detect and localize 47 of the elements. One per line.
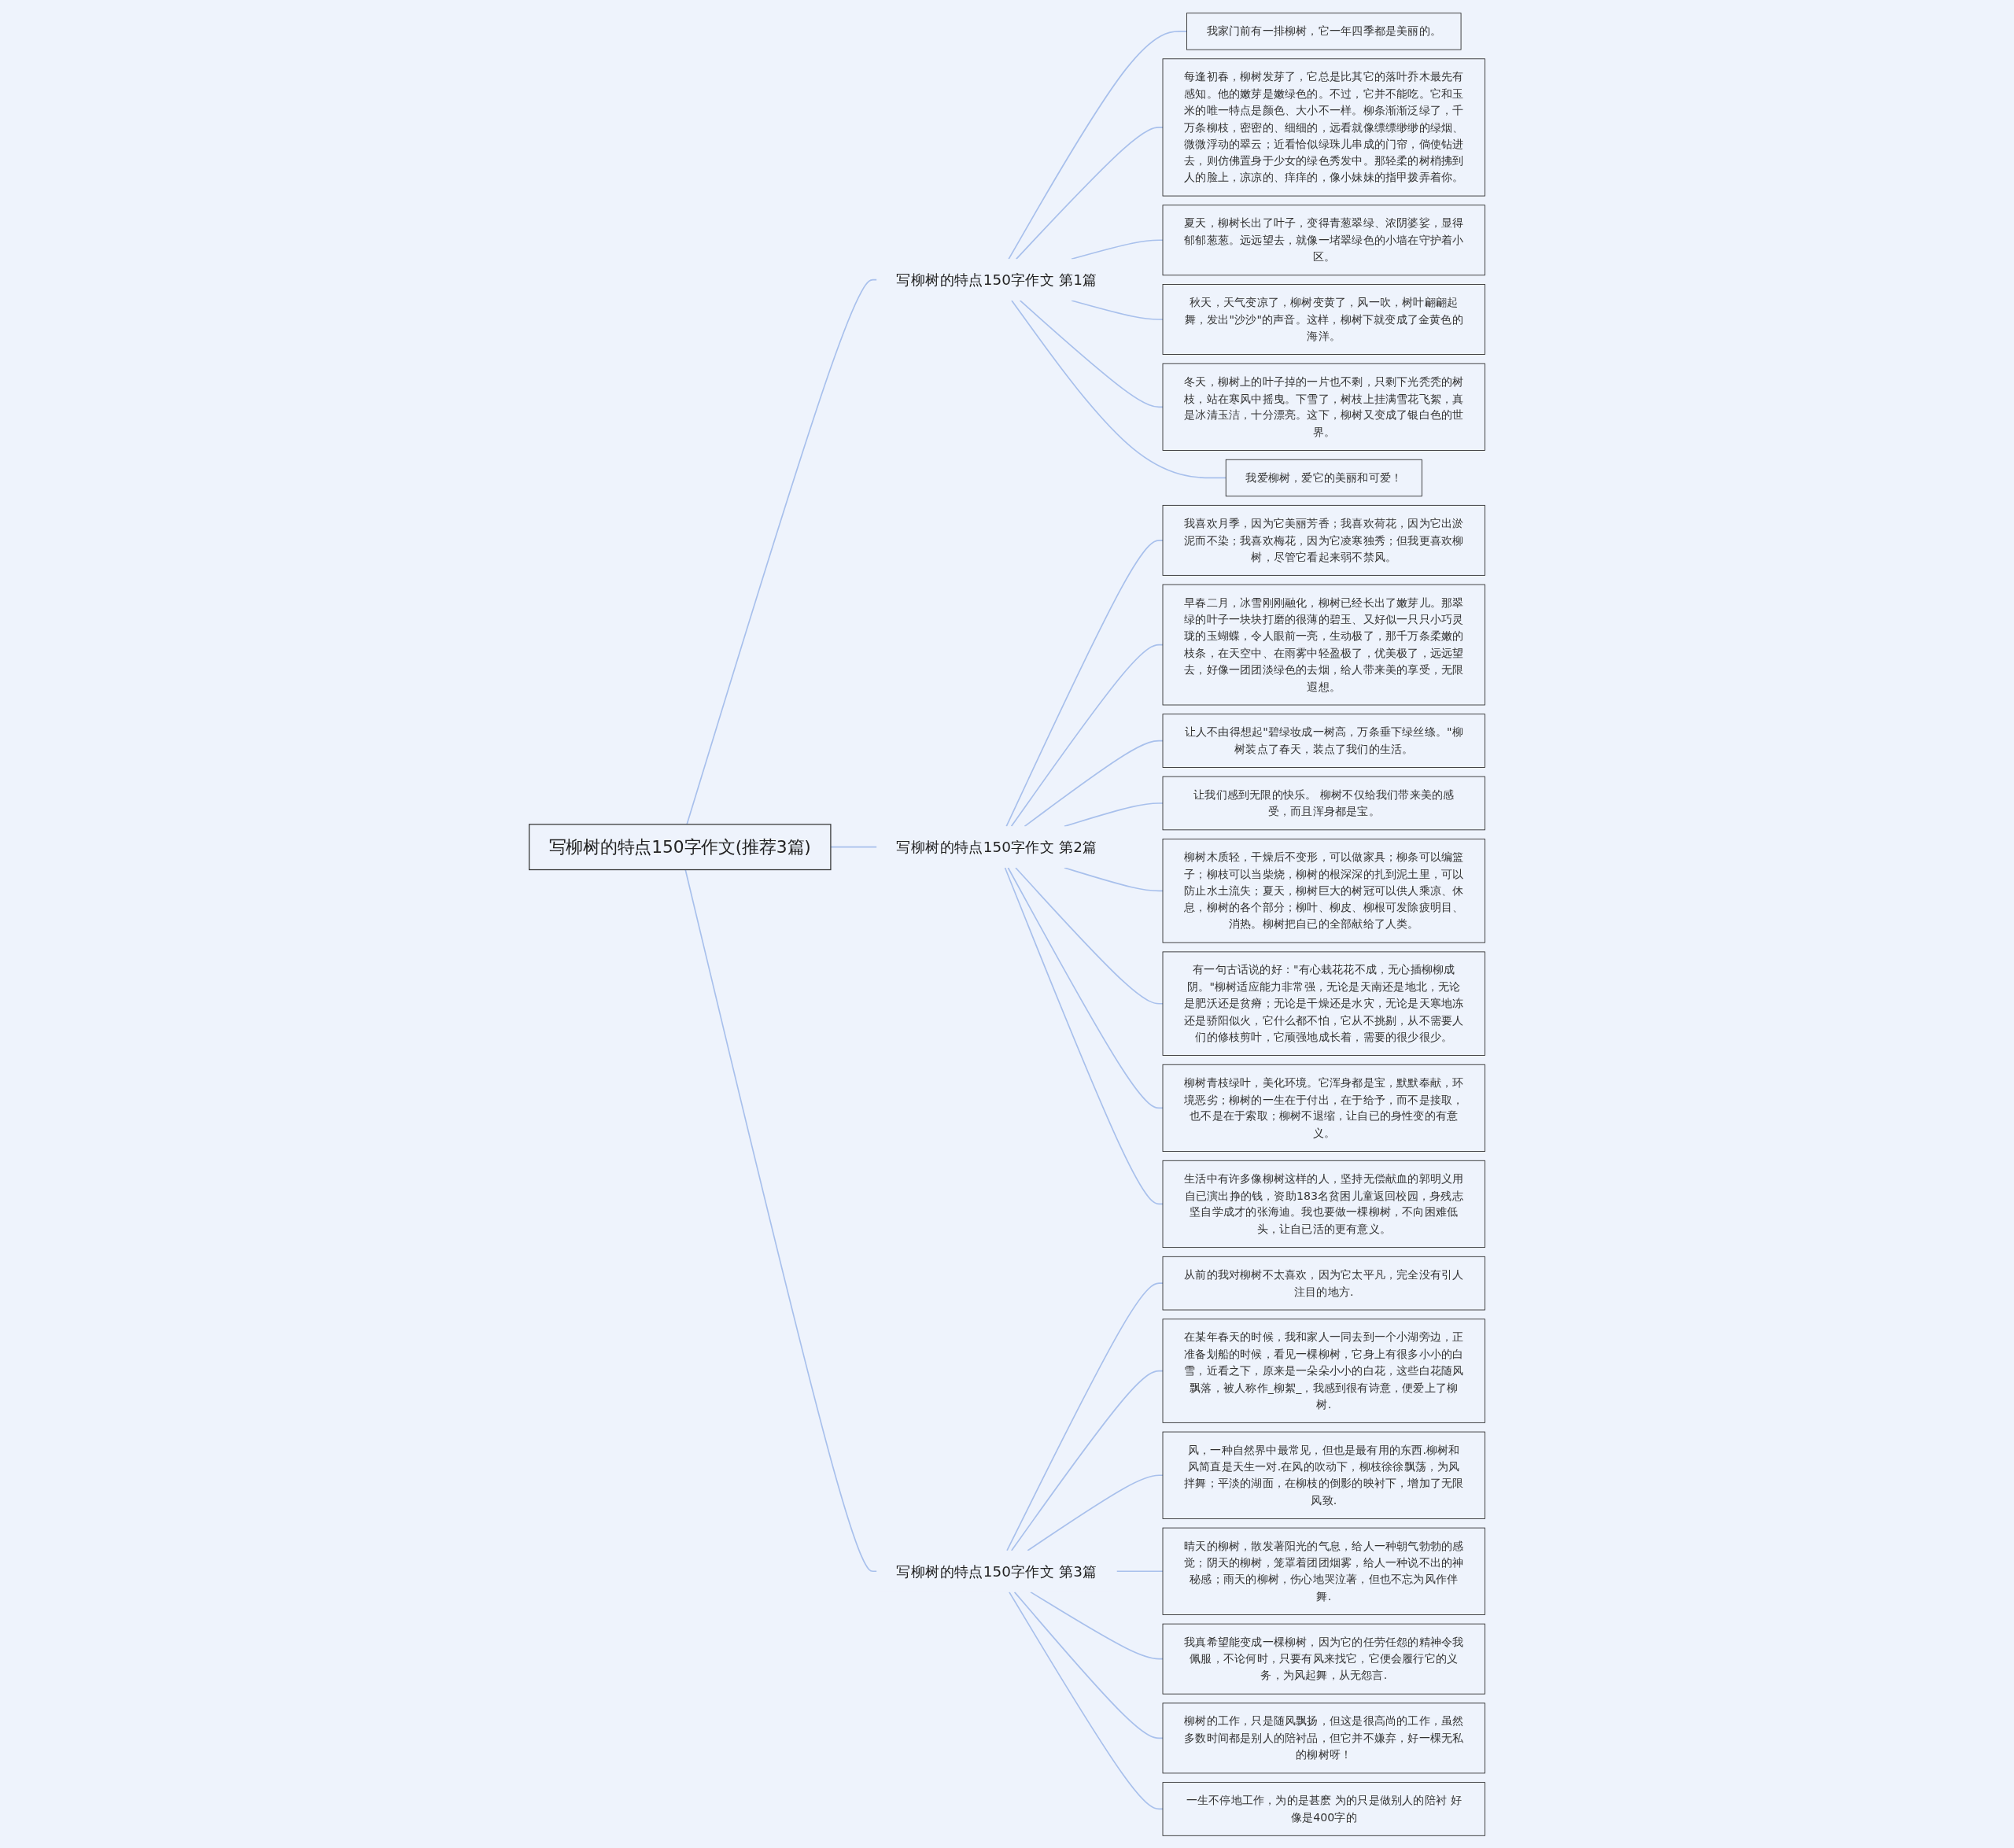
node-box: 从前的我对柳树不太喜欢，因为它太平凡，完全没有引人注目的地方. bbox=[1162, 1256, 1485, 1310]
node-box: 早春二月，冰雪刚刚融化，柳树已经长出了嫩芽儿。那翠绿的叶子一块块打磨的很薄的碧玉、又好似一只只小巧灵珑的玉蝴蝶，令人眼前一亮，生动极了，那千万条柔嫩的枝条，在天空中、在雨雾中轻盈极了，优美极了，远远望去，好像一团团淡绿色的去烟，给人带来美的享受，无限遐想。 bbox=[1162, 584, 1485, 705]
node-box: 我家门前有一排柳树，它一年四季都是美丽的。 bbox=[1186, 12, 1462, 50]
node-text: 写柳树的特点150字作文 第3篇 bbox=[896, 1562, 1097, 1580]
connector bbox=[1029, 1591, 1164, 1659]
node-box: 柳树的工作，只是随风飘扬，但这是很高尚的工作，虽然多数时间都是别人的陪衬品，但它并不嫌弃，好一棵无私的柳树呀！ bbox=[1162, 1702, 1485, 1773]
connector bbox=[1008, 30, 1188, 260]
connector bbox=[1071, 299, 1164, 320]
connector bbox=[1013, 1591, 1164, 1739]
connector bbox=[1006, 1282, 1164, 1551]
connector bbox=[1015, 126, 1164, 260]
node-box: 让我们感到无限的快乐。 柳树不仅给我们带来美的感受，而且浑身都是宝。 bbox=[1162, 776, 1485, 830]
connector bbox=[1027, 1474, 1164, 1551]
node-text: 写柳树的特点150字作文 第2篇 bbox=[896, 838, 1097, 855]
connector bbox=[1010, 644, 1164, 827]
node-box: 有一句古话说的好："有心栽花花不成，无心插柳柳成阴。"柳树适应能力非常强，无论是天南还是地北，无论是肥沃还是贫瘠；无论是干燥还是水灾，无论是天寒地冻还是骄阳似火，它什么都不怕，它从不挑剔，从不需要人们的修枝剪叶，它顽强地成长着，需要的很少很少。 bbox=[1162, 951, 1485, 1056]
node-box: 夏天，柳树长出了叶子，变得青葱翠绿、浓阴婆娑，显得郁郁葱葱。远远望去，就像一堵翠绿色的小墙在守护着小区。 bbox=[1162, 204, 1485, 275]
connector bbox=[1116, 1570, 1164, 1572]
node-box: 我喜欢月季，因为它美丽芳香；我喜欢荷花，因为它出淤泥而不染；我喜欢梅花，因为它凌寒独秀；但我更喜欢柳树，尽管它看起来弱不禁风。 bbox=[1162, 504, 1485, 576]
node-box: 我爱柳树，爱它的美丽和可爱！ bbox=[1225, 459, 1422, 496]
connector bbox=[1015, 866, 1164, 1005]
connector bbox=[1005, 539, 1164, 827]
connector bbox=[1010, 1370, 1164, 1551]
node-box: 一生不停地工作，为的是甚麽 为的只是做别人的陪衬 好像是400字的 bbox=[1162, 1781, 1485, 1836]
node-box: 风，一种自然界中最常见，但也是最有用的东西.柳树和风简直是天生一对.在风的吹动下，柳枝徐徐飘荡，为风拌舞；平淡的湖面，在柳枝的倒影的映衬下，增加了无限风致. bbox=[1162, 1431, 1485, 1519]
connector bbox=[684, 869, 878, 1572]
connector bbox=[1024, 740, 1164, 827]
node-box: 每逢初春，柳树发芽了，它总是比其它的落叶乔木最先有感知。他的嫩芽是嫩绿色的。不过，它并不能吃。它和玉米的唯一特点是颜色、大小不一样。柳条渐渐泛绿了，千万条柳枝，密密的、细细的，远看就像缥缥缈缈的绿烟、微微浮动的翠云；近看恰似绿珠儿串成的门帘，倘使钻进去，则仿佛置身于少女的绿色秀发中。那轻柔的树梢拂到人的脸上，凉凉的、痒痒的，像小妹妹的指甲拨弄着你。 bbox=[1162, 57, 1485, 196]
connector bbox=[1004, 866, 1164, 1204]
node-box: 我真希望能变成一棵柳树，因为它的任劳任怨的精神令我佩服，不论何时，只要有风来找它，它便会履行它的义务，为风起舞，从无怨言. bbox=[1162, 1623, 1485, 1695]
node-box: 秋天，天气变凉了，柳树变黄了，风一吹，树叶翩翩起舞，发出"沙沙"的声音。这样，柳树下就变成了金黄色的海洋。 bbox=[1162, 283, 1485, 355]
connector bbox=[1008, 1591, 1164, 1809]
node-box: 生活中有许多像柳树这样的人，坚持无偿献血的郭明义用自已演出挣的钱，资助183名贫困儿童返回校园，身残志坚自学成才的张海迪。我也要做一棵柳树，不向困难低头，让自已活的更有意义。 bbox=[1162, 1160, 1485, 1248]
connector bbox=[1011, 299, 1226, 478]
node-box: 晴天的柳树，散发著阳光的气息，给人一种朝气勃勃的感觉；阴天的柳树，笼罩着团团烟雾，给人一种说不出的神秘感；雨天的柳树，伤心地哭泣著，但也不忘为风作伴舞. bbox=[1162, 1527, 1485, 1615]
connector bbox=[1007, 866, 1164, 1108]
connector bbox=[1063, 866, 1164, 891]
node-box: 让人不由得想起"碧绿妆成一树高，万条垂下绿丝绦。"柳树装点了春天，装点了我们的生活。 bbox=[1162, 713, 1485, 768]
node-box: 柳树青枝绿叶，美化环境。它浑身都是宝，默默奉献，环境恶劣；柳树的一生在于付出，在于给予，而不是接取，也不是在于索取；柳树不退缩，让自已的身性变的有意义。 bbox=[1162, 1064, 1485, 1152]
connector bbox=[1019, 299, 1164, 408]
node-box: 冬天，柳树上的叶子掉的一片也不剩，只剩下光秃秃的树枝，站在寒风中摇曳。下雪了，树枝上挂满雪花飞絮，真是冰清玉洁，十分漂亮。这下，柳树又变成了银白色的世界。 bbox=[1162, 363, 1485, 451]
connector bbox=[1071, 238, 1164, 260]
connector bbox=[686, 278, 878, 825]
node-text: 写柳树的特点150字作文 第1篇 bbox=[896, 271, 1097, 288]
node-box: 在某年春天的时候，我和家人一同去到一个小湖旁边，正准备划船的时候，看见一棵柳树，它身上有很多小小的白雪，近看之下，原来是一朵朵小小的白花，这些白花随风飘落，被人称作_柳絮_，我感到很有诗意，便爱上了柳树. bbox=[1162, 1318, 1485, 1423]
node-box: 柳树木质轻，干燥后不变形，可以做家具；柳条可以编篮子；柳枝可以当柴烧，柳树的根深深的扎到泥土里，可以防止水土流失；夏天，柳树巨大的树冠可以供人乘凉、休息，柳树的各个部分；柳叶、柳皮、柳根可发除疲明目、消热。柳树把自已的全部献给了人类。 bbox=[1162, 838, 1485, 943]
node-box: 写柳树的特点150字作文(推荐3篇) bbox=[528, 823, 832, 870]
